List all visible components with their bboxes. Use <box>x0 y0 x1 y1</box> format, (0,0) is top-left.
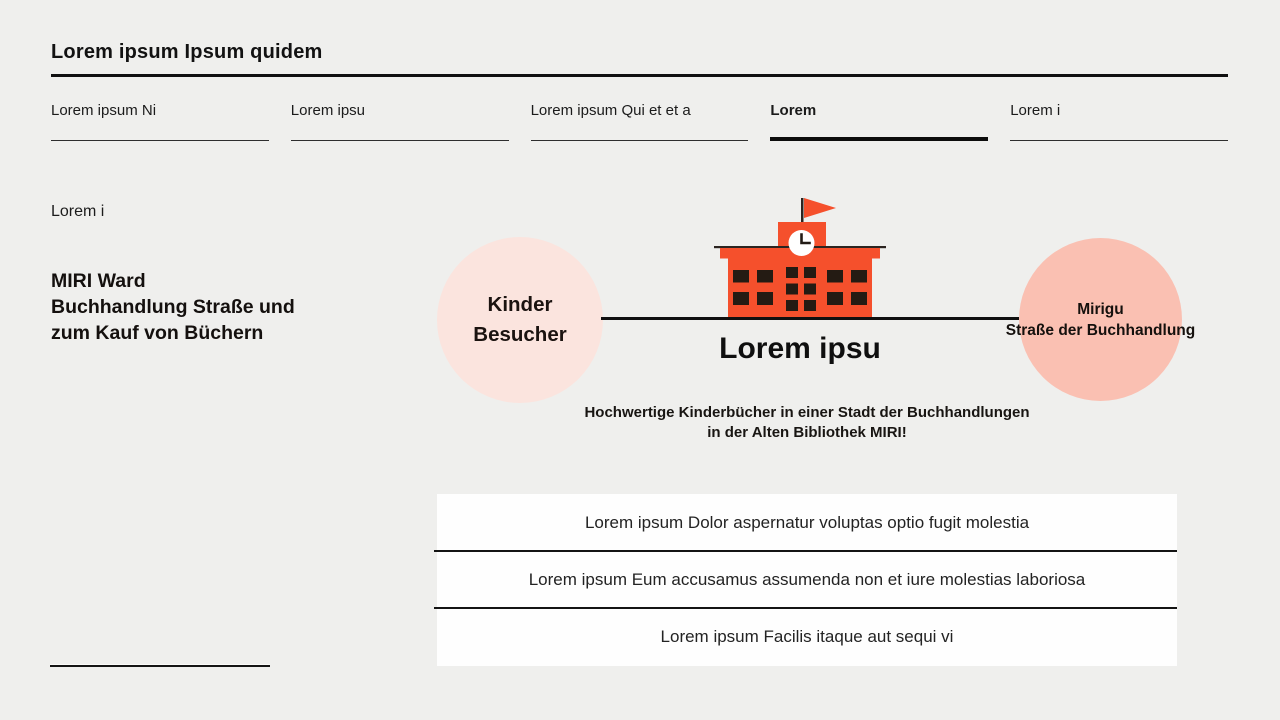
tab-lorem-active[interactable]: Lorem <box>770 102 989 141</box>
item-list: Lorem ipsum Dolor aspernatur voluptas op… <box>434 494 1177 666</box>
list-divider <box>434 550 1177 552</box>
page-title: Lorem ipsum Ipsum quidem <box>51 41 323 63</box>
list-item[interactable]: Lorem ipsum Dolor aspernatur voluptas op… <box>584 512 1030 532</box>
right-bubble-mirigu: Mirigu Straße der Buchhandlung <box>1006 238 1195 401</box>
sidebar-heading-line: zum Kauf von Büchern <box>51 322 264 344</box>
sidebar-heading-line: MIRI Ward <box>51 270 146 292</box>
building-windows <box>733 267 867 311</box>
list-divider <box>434 607 1177 609</box>
sidebar-heading-line: Buchhandlung Straße und <box>51 296 295 318</box>
bottom-underline <box>50 664 270 667</box>
right-bubble-label-line: Straße der Buchhandlung <box>1005 321 1196 339</box>
flag-icon <box>801 198 836 228</box>
section-eyebrow: Lorem i <box>51 203 105 220</box>
left-bubble-kinder-besucher: Kinder Besucher <box>437 237 603 403</box>
title-divider <box>51 74 1228 77</box>
tab-lorem-ipsum-qui[interactable]: Lorem ipsum Qui et et a <box>530 102 749 141</box>
diagram-title: Lorem ipsu <box>719 332 881 365</box>
sidebar-heading: MIRI Ward Buchhandlung Straße und zum Ka… <box>51 268 295 346</box>
diagram-subtitle-line: in der Alten Bibliothek MIRI! <box>707 424 907 441</box>
left-bubble-label-line: Besucher <box>473 323 567 346</box>
left-bubble-label-line: Kinder <box>487 293 553 316</box>
tab-lorem-i[interactable]: Lorem i <box>1010 102 1228 141</box>
diagram-subtitle: Hochwertige Kinderbücher in einer Stadt … <box>487 403 1127 443</box>
timeline-divider <box>601 317 1019 320</box>
list-item[interactable]: Lorem ipsum Eum accusamus assumenda non … <box>528 569 1086 589</box>
clock-icon <box>788 230 815 256</box>
list-item[interactable]: Lorem ipsum Facilis itaque aut sequi vi <box>660 627 954 647</box>
tab-bar: Lorem ipsum Ni Lorem ipsu Lorem ipsum Qu… <box>51 102 1228 141</box>
school-building-icon <box>714 198 886 320</box>
tab-lorem-ipsum-ni[interactable]: Lorem ipsum Ni <box>51 102 269 141</box>
diagram-subtitle-line: Hochwertige Kinderbücher in einer Stadt … <box>584 404 1030 421</box>
right-bubble-label-line: Mirigu <box>1077 300 1124 318</box>
tab-lorem-ipsu[interactable]: Lorem ipsu <box>290 102 509 141</box>
